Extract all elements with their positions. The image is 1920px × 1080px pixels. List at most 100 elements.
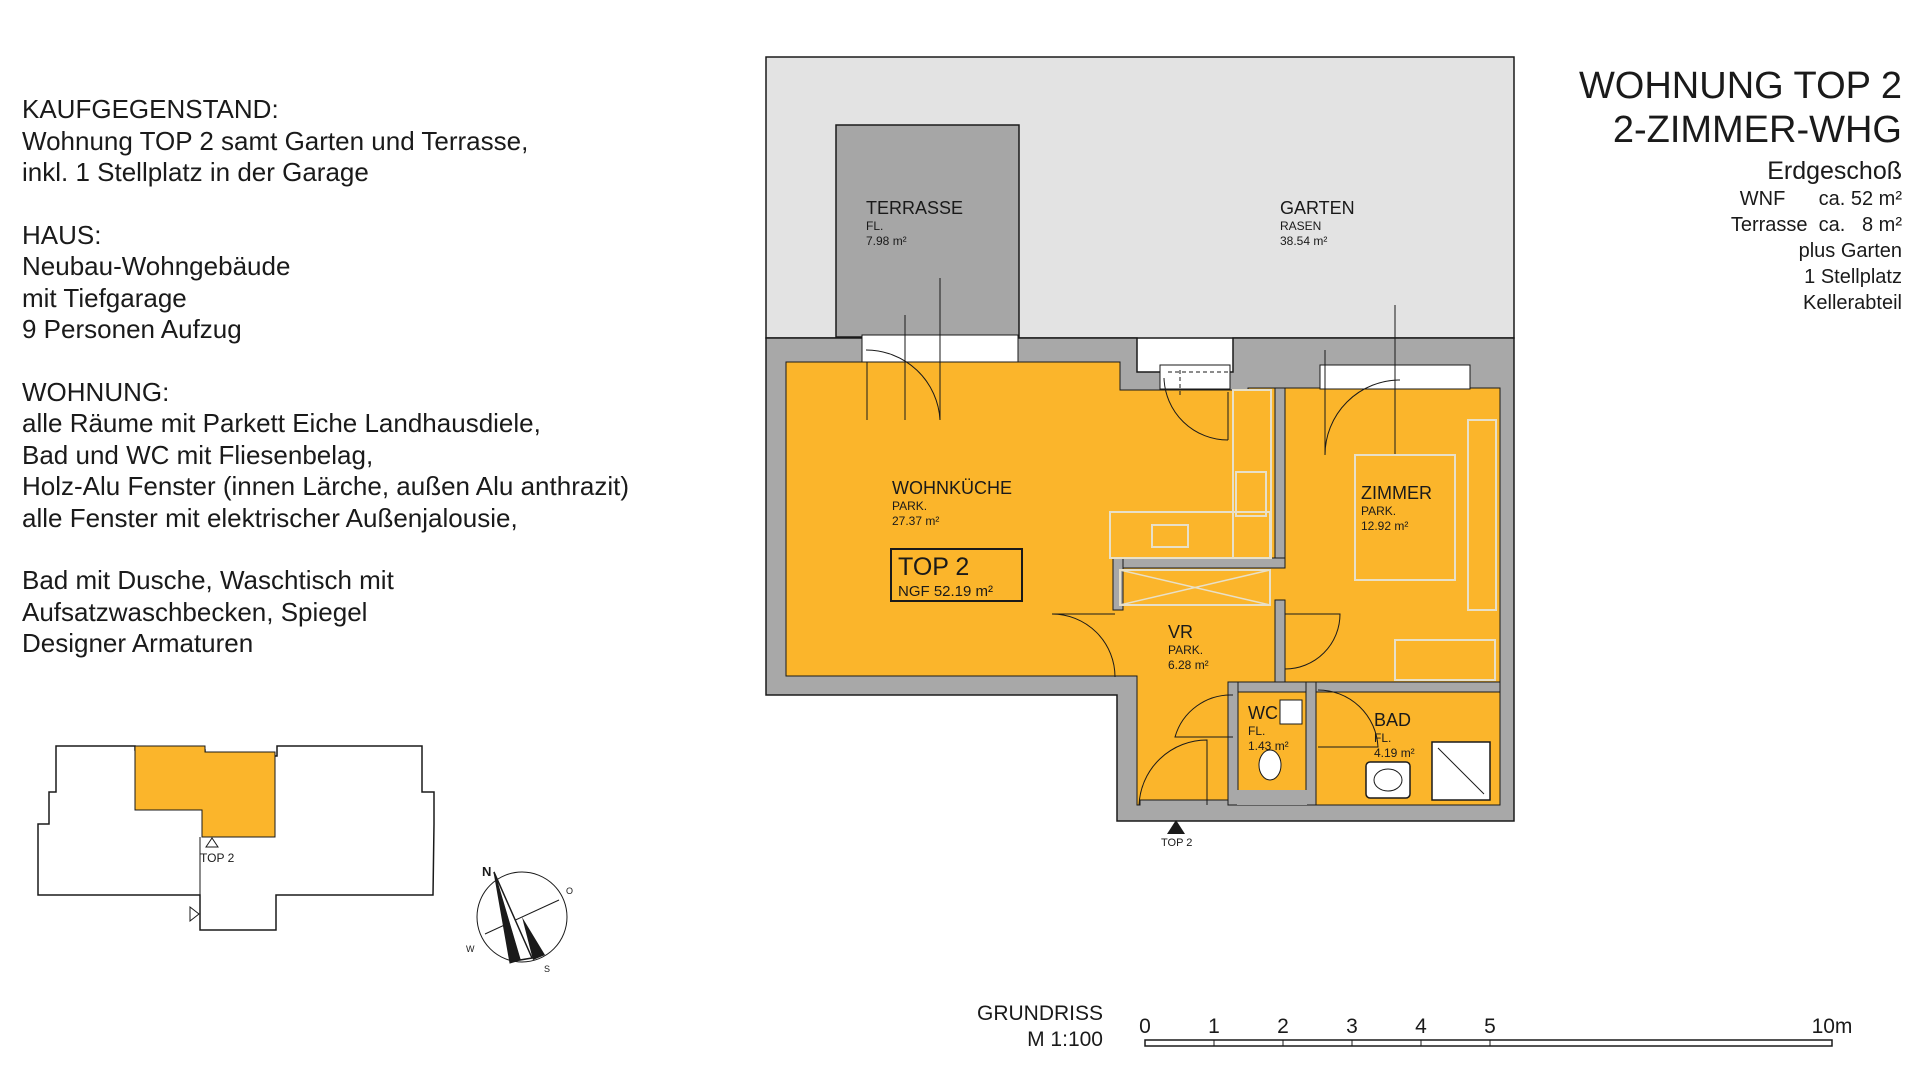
desc-block-wohnung: WOHNUNG: alle Räume mit Parkett Eiche La… — [22, 377, 629, 535]
kitchen-island — [1109, 511, 1271, 559]
spec-terrasse: Terrasse ca. 8 m² — [1730, 214, 1902, 236]
keyplan-entrance-icon — [205, 837, 219, 848]
entrance-arrow-icon — [1167, 820, 1185, 834]
room-terrasse-floor: FL. — [866, 219, 883, 233]
room-garten-name: GARTEN — [1280, 198, 1355, 218]
terrace-area — [835, 124, 1020, 338]
room-wohnkueche-area: 27.37 m² — [892, 514, 939, 528]
desc-line: 9 Personen Aufzug — [22, 314, 242, 344]
spec-keller: Kellerabteil — [1803, 292, 1902, 314]
scale-bar — [1144, 1039, 1833, 1047]
window-kitchen — [1159, 364, 1231, 390]
room-vr-area: 6.28 m² — [1168, 658, 1209, 672]
compass-w-label: W — [466, 944, 475, 954]
sink-icon — [1151, 524, 1189, 548]
room-zimmer-area: 12.92 m² — [1361, 519, 1408, 533]
desc-line: mit Tiefgarage — [22, 282, 187, 313]
wall-zimmer-west-lower — [1274, 599, 1286, 683]
unit-box-name: TOP 2 — [898, 553, 969, 581]
desc-line: Neubau-Wohngebäude — [22, 251, 291, 281]
zimmer-desk — [1394, 639, 1496, 681]
desc-block-kaufgegenstand: KAUFGEGENSTAND: Wohnung TOP 2 samt Garte… — [22, 94, 629, 189]
wall-wc-west — [1227, 681, 1239, 806]
door-bad — [1317, 689, 1379, 748]
desc-block-bad: Bad mit Dusche, Waschtisch mit Aufsatzwa… — [22, 565, 629, 660]
entrance-label: TOP 2 — [1161, 837, 1192, 849]
wall-zimmer-west — [1274, 387, 1286, 559]
room-bad-floor: FL. — [1374, 731, 1391, 745]
door-vr-west — [1051, 613, 1116, 678]
room-vr-floor: PARK. — [1168, 643, 1203, 657]
keyplan-unit-highlight — [134, 745, 276, 838]
description-text: KAUFGEGENSTAND: Wohnung TOP 2 samt Garte… — [22, 94, 629, 691]
wall-kitchen-south — [1112, 557, 1286, 569]
unit-title: WOHNUNG TOP 2 — [1578, 65, 1902, 107]
door-kitchen-swing — [1163, 377, 1229, 441]
room-wc-floor: FL. — [1248, 724, 1265, 738]
scale-title: GRUNDRISS — [977, 1002, 1103, 1025]
scale-tick-label: 4 — [1415, 1015, 1427, 1038]
compass-icon — [476, 871, 568, 964]
compass-n-label: N — [482, 864, 491, 879]
desc-line: Bad und WC mit Fliesenbelag, — [22, 439, 374, 470]
desc-line: Bad mit Dusche, Waschtisch mit — [22, 565, 394, 595]
desc-line: Holz-Alu Fenster (innen Lärche, außen Al… — [22, 471, 629, 501]
scale-tick-label: 3 — [1346, 1015, 1358, 1038]
door-terrace-swing — [865, 278, 941, 421]
room-bad-area: 4.19 m² — [1374, 746, 1415, 760]
desc-line: KAUFGEGENSTAND: — [22, 94, 279, 124]
room-wohnkueche-floor: PARK. — [892, 499, 927, 513]
room-garten-area: 38.54 m² — [1280, 234, 1327, 248]
room-zimmer-floor: PARK. — [1361, 504, 1396, 518]
desc-line: inkl. 1 Stellplatz in der Garage — [22, 157, 369, 187]
scale-tick-label: 10m — [1812, 1015, 1853, 1038]
scale-ratio: M 1:100 — [1027, 1028, 1103, 1051]
wall-vr-west — [1112, 557, 1124, 611]
room-garten-floor: RASEN — [1280, 219, 1321, 233]
unit-box — [890, 548, 1023, 602]
wall-wc-south — [1237, 790, 1307, 805]
apartment-floor — [785, 361, 1501, 806]
unit-box-ngf: NGF 52.19 m² — [898, 583, 993, 600]
wall-wc-bad — [1305, 681, 1317, 806]
unit-header: WOHNUNG TOP 2 2-ZIMMER-WHG Erdgeschoß WN… — [1579, 64, 1902, 316]
spec-wnf: WNF ca. 52 m² — [1739, 188, 1902, 210]
stove-icon — [1235, 471, 1267, 517]
room-terrasse-name: TERRASSE — [866, 198, 963, 218]
scale-tick-label: 5 — [1484, 1015, 1496, 1038]
desc-line: Designer Armaturen — [22, 628, 254, 658]
scale-tick-label: 0 — [1139, 1015, 1151, 1038]
wc-basin-icon — [1279, 699, 1303, 725]
scale-tick-label: 1 — [1208, 1015, 1220, 1038]
scale-tick-label: 2 — [1277, 1015, 1289, 1038]
desc-line: alle Räume mit Parkett Eiche Landhausdie… — [22, 408, 541, 438]
wall-bath-north — [1227, 681, 1501, 693]
door-vr-zimmer — [1284, 613, 1341, 670]
compass-s-label: S — [544, 964, 550, 974]
keyplan-arrow-icon — [189, 905, 200, 923]
room-terrasse-area: 7.98 m² — [866, 234, 907, 248]
desc-line: Aufsatzwaschbecken, Spiegel — [22, 596, 368, 627]
room-wc-area: 1.43 m² — [1248, 739, 1289, 753]
desc-line: WOHNUNG: — [22, 376, 170, 407]
desc-line: Wohnung TOP 2 samt Garten und Terrasse, — [22, 125, 529, 156]
room-bad-name: BAD — [1374, 710, 1411, 730]
door-wc — [1174, 694, 1234, 738]
zimmer-wardrobe — [1467, 419, 1497, 611]
unit-subtitle: 2-ZIMMER-WHG — [1612, 109, 1902, 151]
door-entrance — [1138, 739, 1208, 806]
desc-block-haus: HAUS: Neubau-Wohngebäude mit Tiefgarage … — [22, 220, 629, 346]
door-zimmer-swing — [1324, 350, 1401, 456]
spec-garten: plus Garten — [1798, 240, 1902, 262]
toilet-icon — [1258, 749, 1282, 781]
keyplan-label: TOP 2 — [200, 851, 235, 865]
room-wohnkueche-name: WOHNKÜCHE — [892, 478, 1012, 498]
room-wc-name: WC — [1248, 703, 1278, 723]
room-zimmer-name: ZIMMER — [1361, 483, 1432, 503]
spec-stellplatz: 1 Stellplatz — [1804, 266, 1902, 288]
desc-line: alle Fenster mit elektrischer Außenjalou… — [22, 502, 518, 533]
desc-line: HAUS: — [22, 219, 102, 250]
washbasin-icon — [1365, 761, 1411, 799]
wardrobe-vr — [1119, 569, 1271, 606]
